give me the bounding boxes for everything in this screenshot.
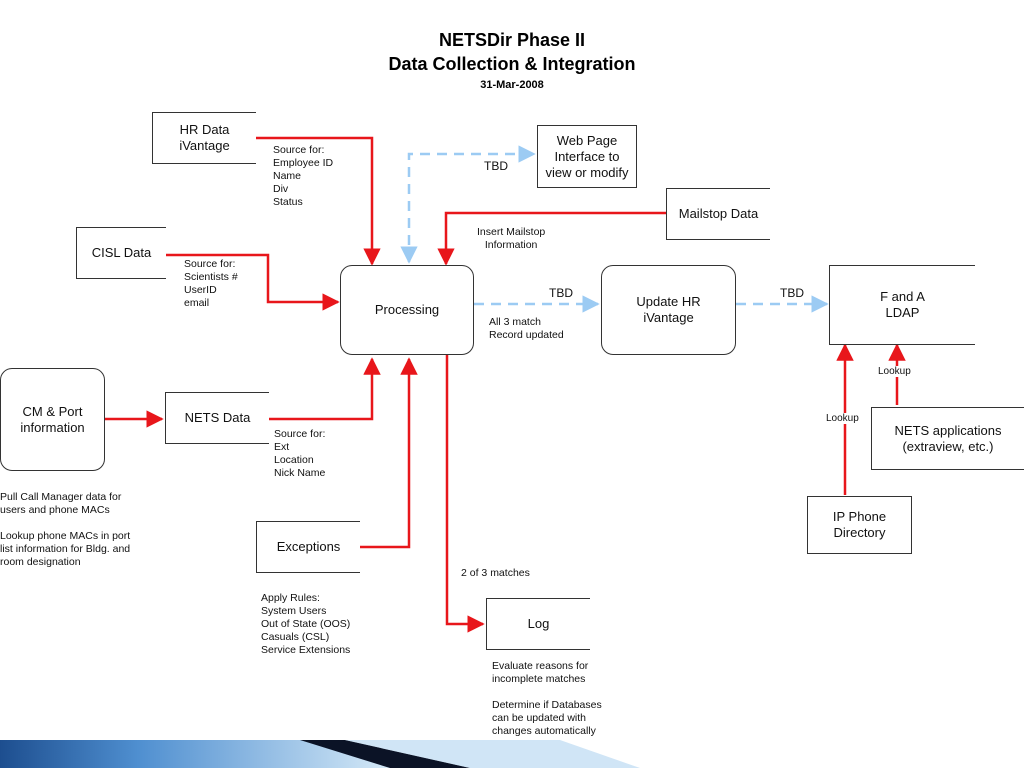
edge-cisl-to-processing (165, 253, 340, 311)
edge-hr-to-processing (255, 136, 381, 266)
diagram-title: NETSDir Phase II (438, 30, 586, 50)
node-mailstop-data: Mailstop Data (666, 188, 770, 240)
edge-exceptions-to-processing (357, 357, 418, 549)
node-cm-port: CM & Port information (0, 368, 105, 471)
note-apply-rules: Apply Rules: System Users Out of State (… (261, 592, 351, 656)
edge-label-tbd-web: TBD (484, 159, 508, 173)
node-nets-applications: NETS applications (extraview, etc.) (871, 407, 1024, 470)
node-nets-data: NETS Data (165, 392, 269, 444)
diagram-date: 31-Mar-2008 (480, 79, 544, 91)
edge-processing-to-web (400, 145, 536, 264)
edge-label-tbd-update: TBD (549, 286, 573, 300)
edge-label-lookup-phone: Lookup (826, 413, 859, 424)
node-ip-phone-directory: IP Phone Directory (807, 496, 912, 554)
edge-processing-to-log (445, 355, 485, 633)
note-two-of-three: 2 of 3 matches (461, 567, 530, 579)
node-exceptions: Exceptions (256, 521, 360, 573)
edge-label-tbd-ldap: TBD (780, 286, 804, 300)
node-cisl-data: CISL Data (76, 227, 166, 279)
edge-label-lookup-apps: Lookup (878, 366, 911, 377)
note-cisl-source: Source for: Scientists # UserID email (184, 258, 238, 309)
node-log: Log (486, 598, 590, 650)
node-fanda-ldap: F and A LDAP (829, 265, 975, 345)
note-nets-source: Source for: Ext Location Nick Name (274, 428, 326, 479)
node-update-hr: Update HR iVantage (601, 265, 736, 355)
note-hr-source: Source for: Employee ID Name Div Status (273, 144, 334, 208)
note-log-evaluate: Evaluate reasons for incomplete matches … (492, 660, 602, 737)
note-all-3-match: All 3 match Record updated (489, 316, 564, 341)
node-web-page: Web Page Interface to view or modify (537, 125, 637, 188)
edge-nets-to-processing (268, 357, 381, 421)
slide-footer-bar (0, 740, 640, 768)
note-cm-description: Pull Call Manager data for users and pho… (0, 491, 131, 568)
node-hr-data: HR Data iVantage (152, 112, 256, 164)
diagram-subtitle: Data Collection & Integration (388, 54, 636, 74)
note-mailstop-insert: Insert Mailstop Information (477, 226, 546, 251)
node-processing: Processing (340, 265, 474, 355)
